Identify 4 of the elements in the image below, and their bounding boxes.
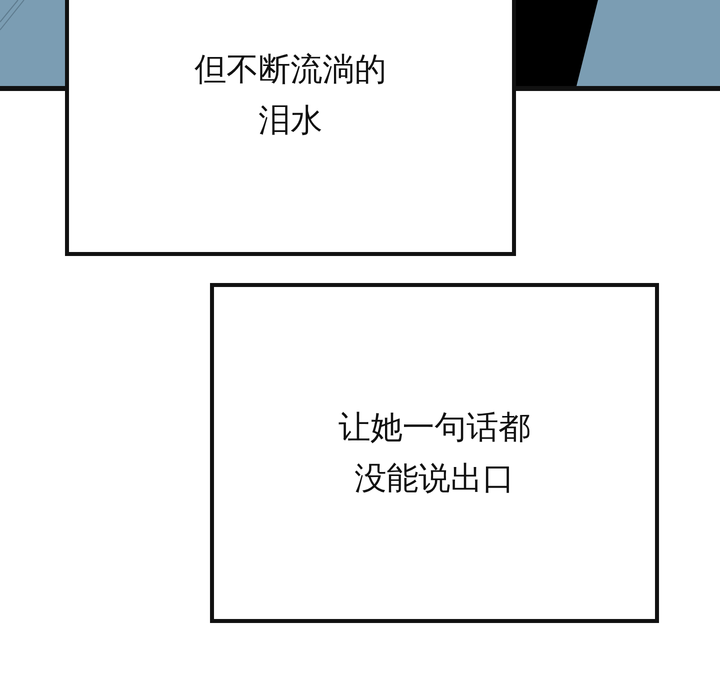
caption-text: 让她一句话都没能说出口 — [337, 406, 532, 499]
caption-box — [210, 283, 659, 623]
caption-box — [65, 0, 516, 256]
caption-text: 但不断流淌的泪水 — [193, 48, 388, 141]
